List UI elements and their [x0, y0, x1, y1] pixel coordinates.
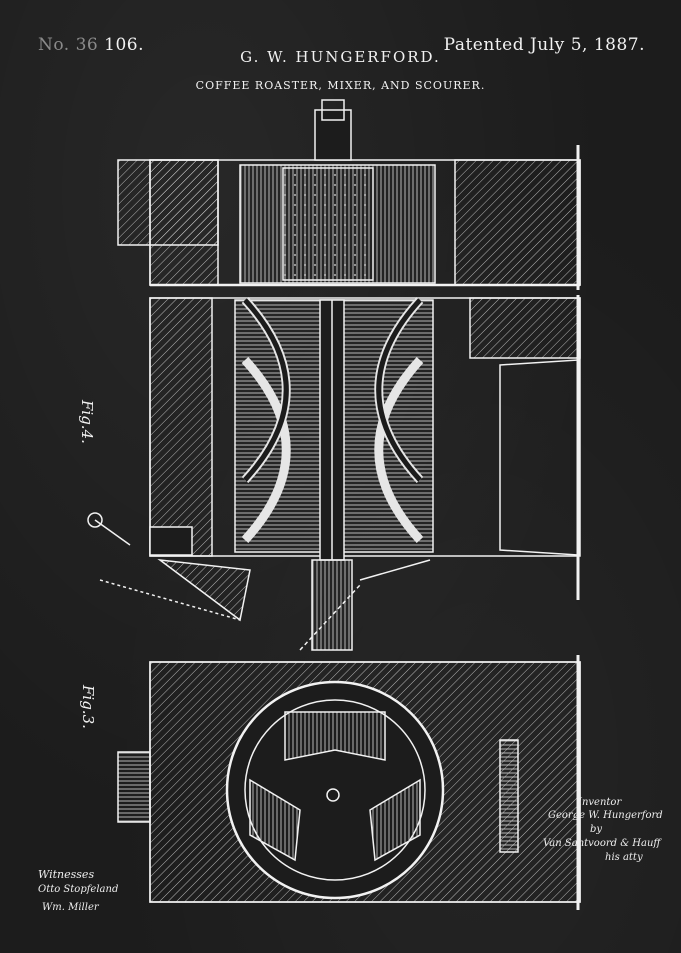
figure-4-main-section — [149, 295, 581, 600]
witness-signature-2: Wm. Miller — [42, 902, 99, 913]
inventor-heading: G. W. HUNGERFORD. — [240, 48, 441, 66]
patent-number-prefix: No. 36 — [38, 35, 99, 55]
attorney-suffix: his atty — [605, 852, 643, 863]
witness-signature-1: Otto Stopfeland — [38, 884, 119, 895]
attorney-signature: Van Santvoord & Hauff — [543, 838, 661, 849]
figure-4-top-section — [117, 99, 581, 290]
patent-subtitle: COFFEE ROASTER, MIXER, AND SCOURER. — [195, 79, 486, 92]
inventor-signature: George W. Hungerford — [548, 810, 663, 821]
figure-3-label: Fig.3. — [79, 685, 97, 729]
figure-3-section — [117, 655, 581, 910]
patent-date: Patented July 5, 1887. — [443, 35, 645, 55]
patent-number: No. 36 106. — [38, 35, 144, 55]
figure-4-lower-mechanism — [87, 512, 431, 651]
patent-number-value: 106. — [104, 35, 145, 55]
figure-4-label: Fig.4. — [78, 400, 96, 444]
witnesses-heading: Witnesses — [38, 868, 95, 881]
by-label: by — [590, 824, 603, 835]
inventor-label: Inventor — [578, 797, 622, 808]
